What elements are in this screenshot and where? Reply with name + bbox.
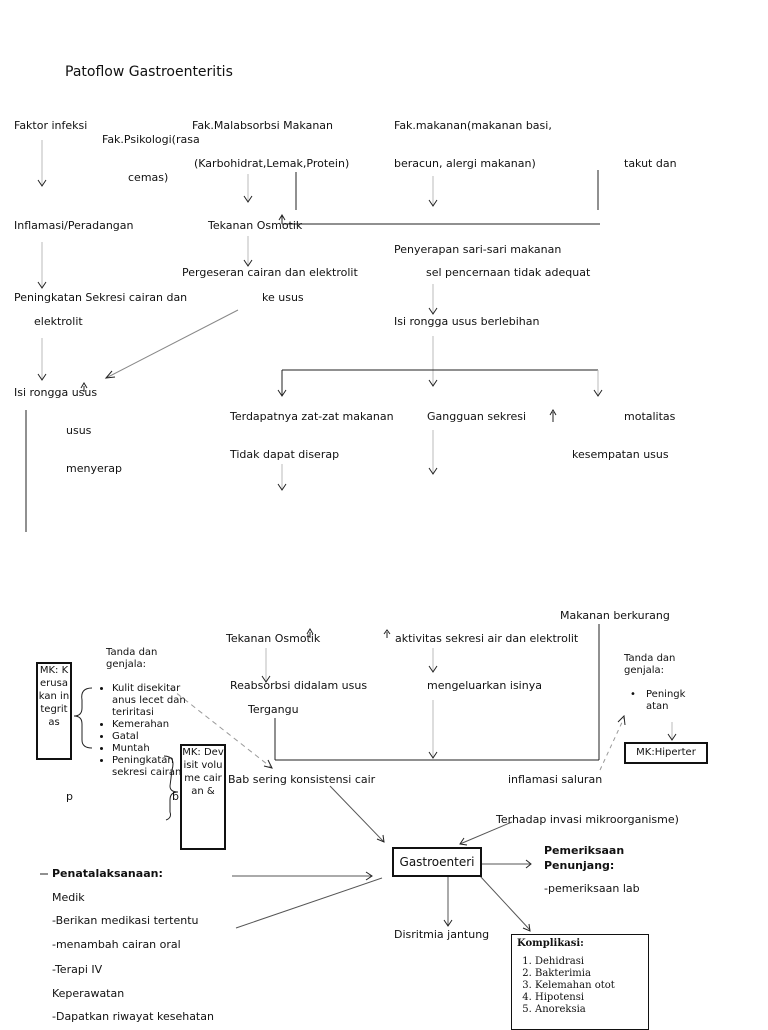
makanan-berkurang-label: Makanan berkurang (560, 609, 670, 622)
faktor-infeksi-label: Faktor infeksi (14, 119, 88, 132)
komplikasi-item: Dehidrasi (535, 956, 643, 968)
tekanan-osmotik-bottom-label: Tekanan Osmotik (226, 632, 321, 645)
terdapatnya-label: Terdapatnya zat-zat makanan (230, 410, 394, 423)
aktivitas-sekresi-label: aktivitas sekresi air dan elektrolit (395, 632, 579, 645)
bab-label: Bab sering konsistensi cair (228, 773, 376, 786)
fak-makanan-label: Fak.makanan(makanan basi, (394, 119, 552, 132)
penatalaksanaan-title: Penatalaksanaan: (52, 867, 163, 880)
menyerap-label: menyerap (66, 462, 122, 475)
mk-hiperter-box: MK:Hiperter (624, 742, 708, 764)
inflamasi-saluran-label: inflamasi saluran (508, 773, 603, 786)
peningkatan-sekresi-label: Peningkatan Sekresi cairan dan (14, 291, 188, 304)
kesempatan-usus-label: kesempatan usus (572, 448, 669, 461)
gastroenteri-box: Gastroenteri (392, 847, 482, 877)
komplikasi-list: DehidrasiBakterimiaKelemahan ototHipoten… (517, 956, 643, 1016)
medik-item: -menambah cairan oral (52, 938, 181, 951)
usus-label: usus (66, 424, 92, 437)
komplikasi-box: Komplikasi: DehidrasiBakterimiaKelemahan… (511, 934, 649, 1030)
medik-label: Medik (52, 891, 85, 904)
pergeseran-cont-label: ke usus (262, 291, 304, 304)
fak-psikologi-cont-label: cemas) (128, 171, 169, 184)
mk-defisit-box: MK: Devisit volume cairan & (180, 744, 226, 850)
gangguan-sekresi-label: Gangguan sekresi (427, 410, 527, 423)
terhadap-invasi-label: Terhadap invasi mikroorganisme) (496, 813, 679, 826)
stray-p-label: p (66, 790, 73, 803)
stray-b-label: b (172, 790, 179, 803)
isi-rongga-berlebihan-label: Isi rongga usus berlebihan (394, 315, 540, 328)
mengeluarkan-label: mengeluarkan isinya (427, 679, 542, 692)
fak-makanan-detail-label: beracun, alergi makanan) (394, 157, 536, 170)
komplikasi-item: Kelemahan otot (535, 980, 643, 992)
reabsorbsi-label: Reabsorbsi didalam usus (230, 679, 368, 692)
symptom-item: Kulit disekitar anus lecet dan teriritas… (112, 683, 188, 719)
keperawatan-label: Keperawatan (52, 987, 125, 1000)
penyerapan-label: Penyerapan sari-sari makanan (394, 243, 562, 256)
komplikasi-item: Hipotensi (535, 992, 643, 1004)
symptom-list: Kulit disekitar anus lecet dan teriritas… (92, 683, 188, 779)
tekanan-osmotik-label: Tekanan Osmotik (208, 219, 303, 232)
symptom-item: Gatal (112, 731, 188, 743)
isi-rongga-usus-label: Isi rongga usus (14, 386, 98, 399)
inflamasi-label: Inflamasi/Peradangan (14, 219, 134, 232)
fak-psikologi-label: Fak.Psikologi(rasa (102, 133, 200, 146)
penyerapan-cont-label: sel pencernaan tidak adequat (426, 266, 591, 279)
symptom-item: Kemerahan (112, 719, 188, 731)
mk-kerusakan-box: MK: Kerusakan integritas (36, 662, 72, 760)
komplikasi-item: Bakterimia (535, 968, 643, 980)
bullet-dot: • (630, 689, 636, 700)
komplikasi-title: Komplikasi: (517, 938, 584, 949)
pergeseran-label: Pergeseran cairan dan elektrolit (182, 266, 358, 279)
medik-item: -Terapi IV (52, 963, 103, 976)
tanda-gejala-right-label: Tanda dan genjala: (624, 653, 676, 676)
fak-malabsorbsi-label: Fak.Malabsorbsi Makanan (192, 119, 334, 132)
tergangu-label: Tergangu (248, 703, 299, 716)
disritmia-label: Disritmia jantung (394, 928, 490, 941)
tanda-gejala-left-label: Tanda dan genjala: (106, 647, 158, 670)
page-title: Patoflow Gastroenteritis (65, 64, 233, 80)
pemeriksaan-lab-label: -pemeriksaan lab (544, 882, 640, 895)
motalitas-label: motalitas (624, 410, 676, 423)
tidak-dapat-diserap-label: Tidak dapat diserap (230, 448, 340, 461)
pemeriksaan-title: Pemeriksaan Penunjang: (544, 844, 625, 872)
komplikasi-item: Anoreksia (535, 1004, 643, 1016)
symptom-item: Peningkatan sekresi cairan (112, 755, 188, 779)
peningkatan-right-label: Peningkatan (646, 689, 686, 712)
keperawatan-item: -Dapatkan riwayat kesehatan (52, 1010, 214, 1023)
takut-dan-label: takut dan (624, 157, 677, 170)
peningkatan-sekresi-cont-label: elektrolit (34, 315, 83, 328)
fak-malabsorbsi-detail-label: (Karbohidrat,Lemak,Protein) (194, 157, 350, 170)
medik-item: -Berikan medikasi tertentu (52, 914, 199, 927)
symptom-item: Muntah (112, 743, 188, 755)
